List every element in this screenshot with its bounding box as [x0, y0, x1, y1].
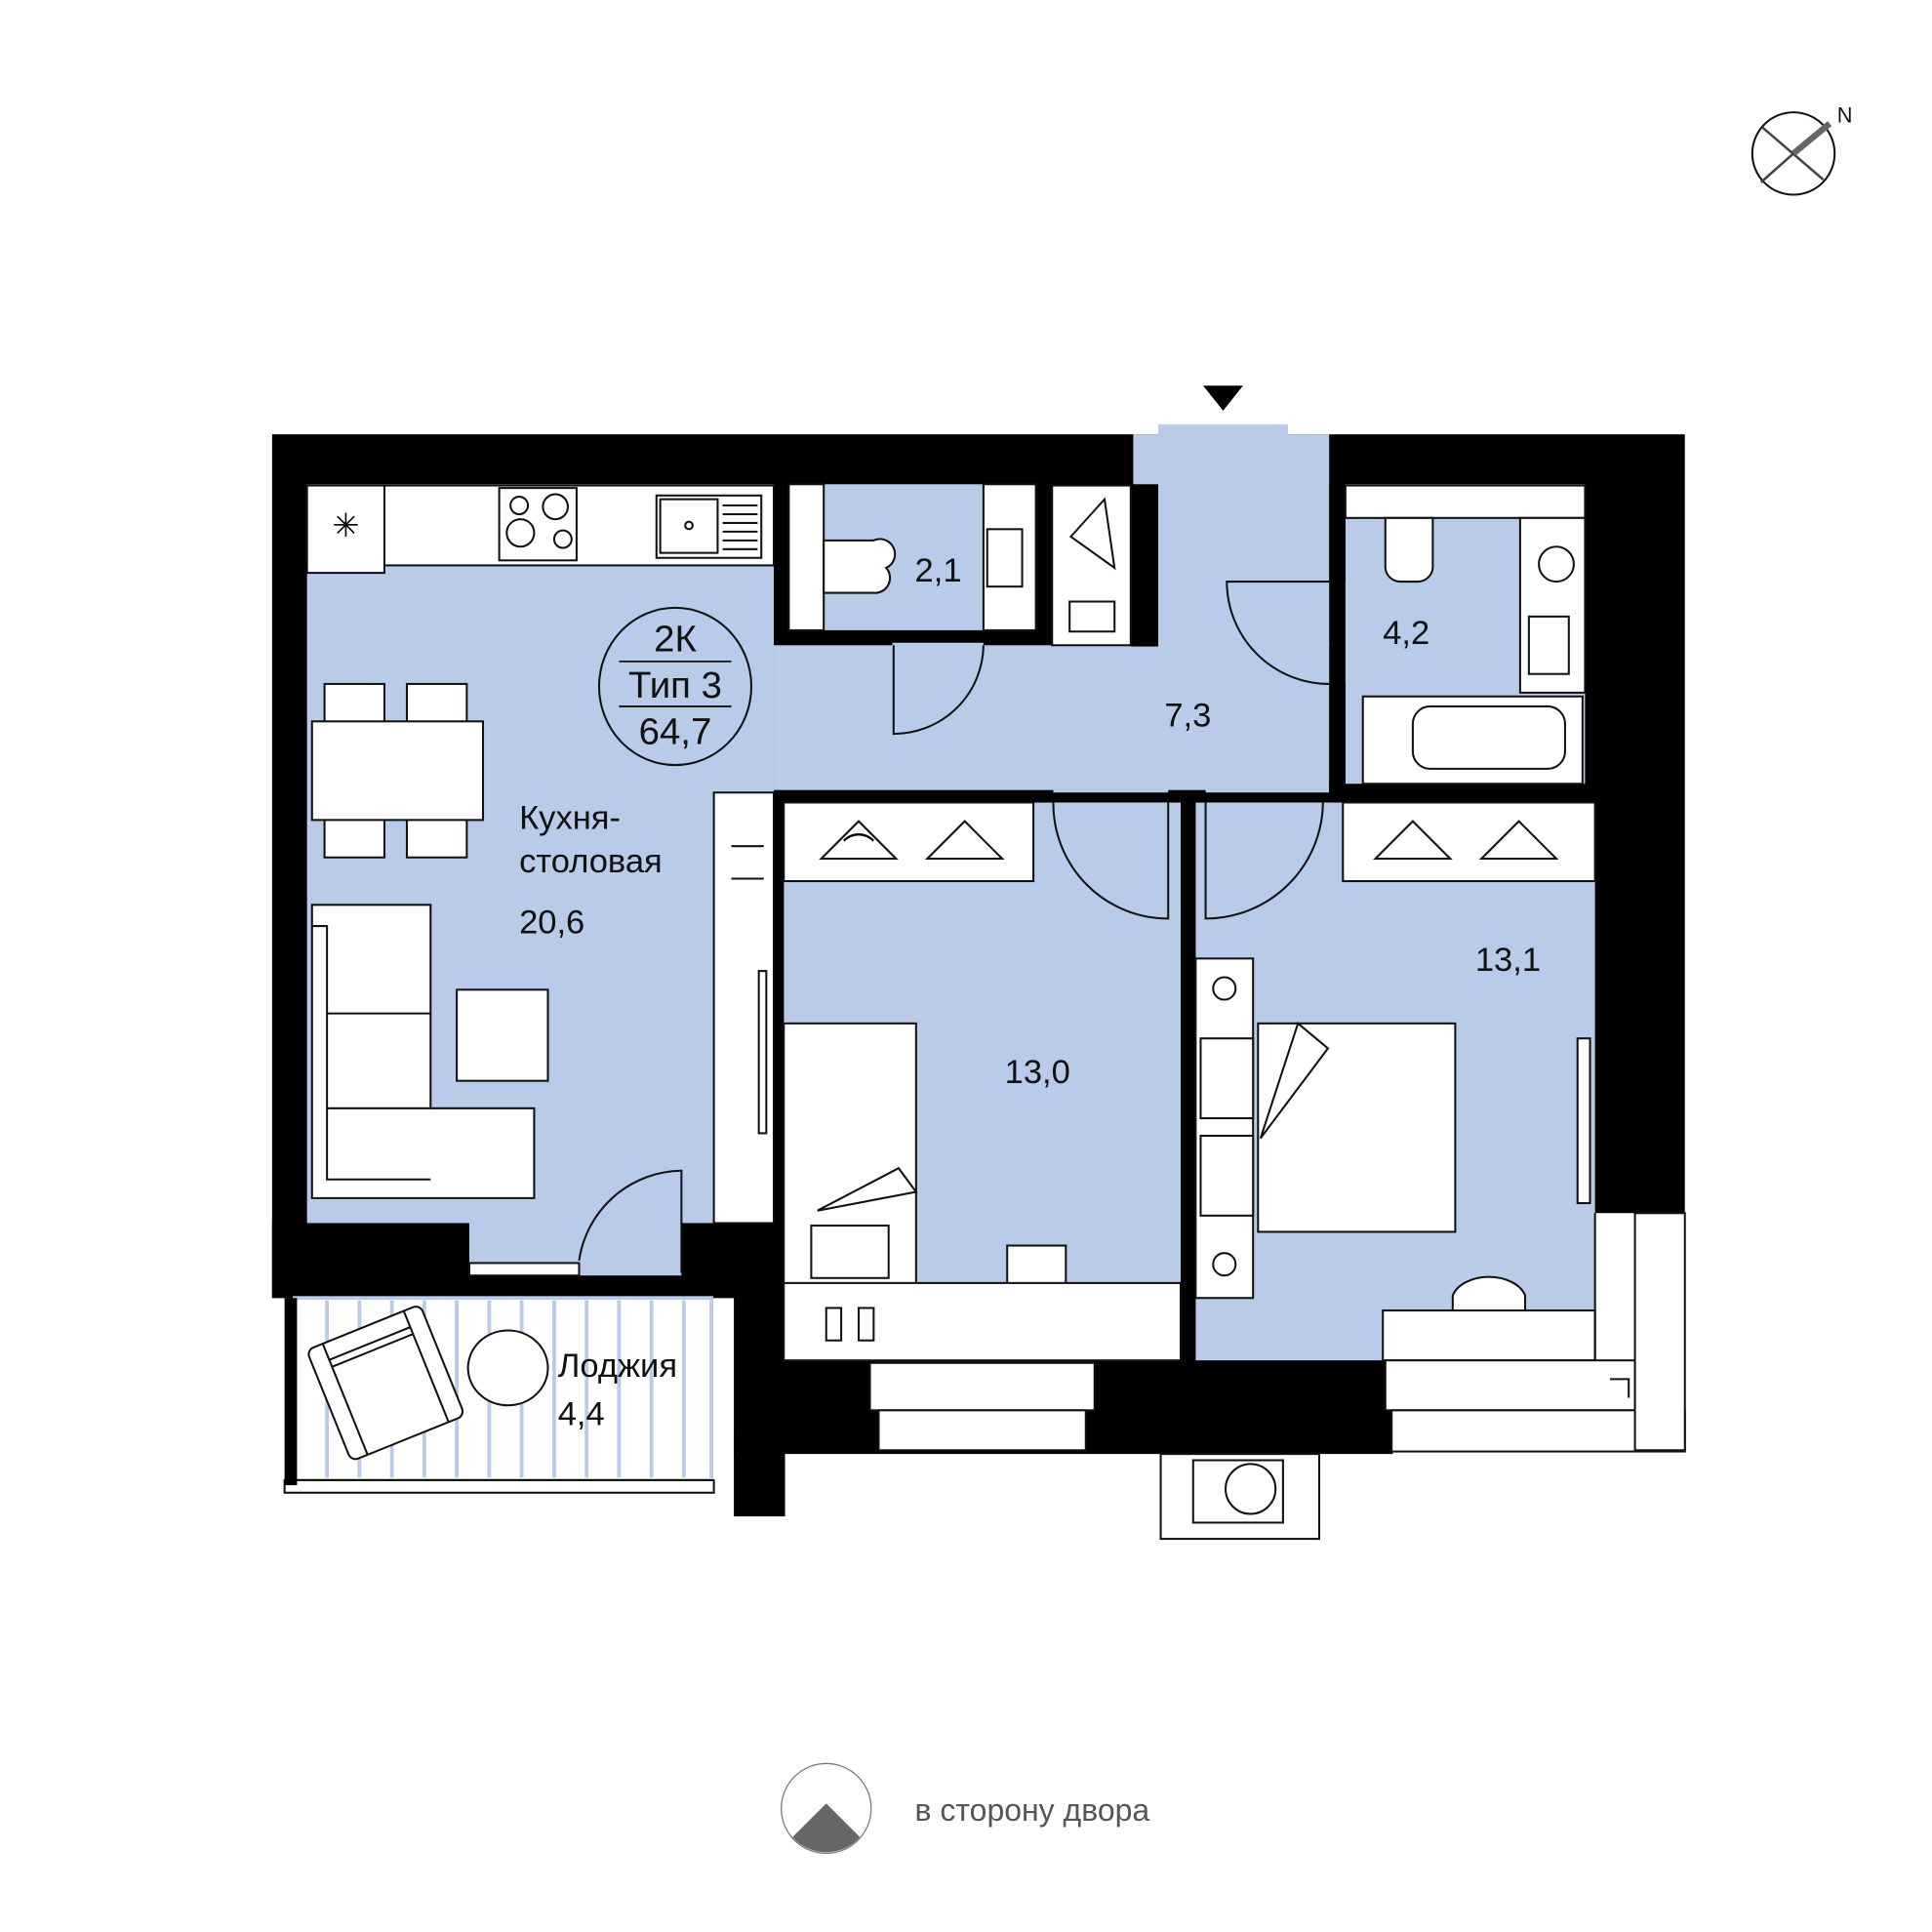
- orientation-icon: [781, 1762, 872, 1855]
- loggia-name: Лоджия: [558, 1348, 677, 1385]
- loggia-area: 4,4: [558, 1396, 605, 1433]
- hanger-icon: [1068, 497, 1116, 571]
- air-conditioner-icon: [1159, 1453, 1320, 1541]
- loggia: [283, 1296, 715, 1494]
- washing-machine-icon: [1538, 545, 1575, 584]
- compass-icon: [1751, 111, 1836, 196]
- bathroom-area: 4,2: [1383, 615, 1429, 652]
- wc-area: 2,1: [915, 552, 962, 589]
- desk: [783, 1281, 1183, 1362]
- toilet-icon: [823, 538, 897, 594]
- hall-area: 7,3: [1164, 697, 1211, 734]
- bedroom2-area: 13,1: [1475, 942, 1541, 979]
- badge-total-area: 64,7: [639, 710, 712, 752]
- kitchen-name-2: столовая: [519, 843, 663, 880]
- round-table: [466, 1329, 549, 1407]
- hangers-icon: [819, 820, 1005, 861]
- sofa: [310, 904, 536, 1199]
- badge-type: Тип 3: [628, 664, 722, 706]
- dining-table: [310, 682, 485, 859]
- hangers-icon: [1373, 820, 1559, 861]
- tv-icon: [757, 970, 768, 1135]
- entrance-arrow-icon: [1203, 385, 1243, 411]
- kitchen-area: 20,6: [519, 905, 584, 942]
- tv-icon: [1576, 1037, 1591, 1205]
- badge-rooms: 2К: [654, 619, 697, 661]
- fridge-icon: ✳: [332, 508, 359, 544]
- coffee-table: [456, 988, 549, 1082]
- bed-icon: [783, 1022, 917, 1287]
- sink-icon: [986, 528, 1024, 588]
- north-label: N: [1837, 102, 1853, 127]
- orientation-label: в сторону двора: [915, 1792, 1150, 1828]
- bedroom1-area: 13,0: [1005, 1054, 1070, 1091]
- sink-icon: [1527, 615, 1570, 675]
- apartment-badge: [597, 606, 753, 767]
- kitchen-counter: ✳: [305, 484, 776, 575]
- hanger-icon: ⌒: [842, 833, 874, 869]
- kitchen-name-1: Кухня-: [519, 799, 621, 836]
- armchair-icon: [307, 1306, 464, 1461]
- toilet-icon: [1384, 516, 1434, 584]
